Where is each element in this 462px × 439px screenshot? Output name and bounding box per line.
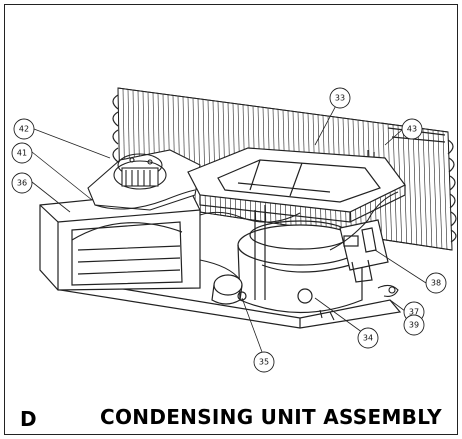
- callout-39: [403, 314, 425, 336]
- callout-43-label: 43: [407, 125, 417, 134]
- drain-pan: [187, 147, 406, 223]
- callout-43: [401, 118, 423, 140]
- callout-38: [425, 272, 447, 294]
- filter-drier: [211, 274, 247, 305]
- callout-41-label: 41: [17, 149, 27, 158]
- callout-38-label: 38: [431, 279, 441, 288]
- callout-35: [253, 351, 275, 373]
- mounting-hardware: [319, 284, 399, 321]
- callout-34-label: 34: [363, 334, 373, 343]
- callout-42-label: 42: [19, 125, 29, 134]
- callout-34: [357, 327, 379, 349]
- callout-37-label: 37: [409, 308, 419, 317]
- callout-36: [11, 172, 33, 194]
- refrigerant-tubing: [199, 191, 399, 281]
- callout-39-label: 39: [409, 321, 419, 330]
- compressor: [237, 205, 363, 314]
- callout-33: [329, 87, 351, 109]
- leader-lines: [31, 97, 427, 353]
- callout-36-label: 36: [17, 179, 27, 188]
- callout-33-label: 33: [335, 94, 345, 103]
- figure-frame: [4, 4, 458, 435]
- figure-letter: D: [20, 407, 37, 431]
- callout-42: [13, 118, 35, 140]
- electrical-box: [339, 219, 389, 283]
- fan-motor: [87, 149, 201, 211]
- callout-41: [11, 142, 33, 164]
- callout-35-label: 35: [259, 358, 269, 367]
- figure-title: CONDENSING UNIT ASSEMBLY: [100, 405, 442, 429]
